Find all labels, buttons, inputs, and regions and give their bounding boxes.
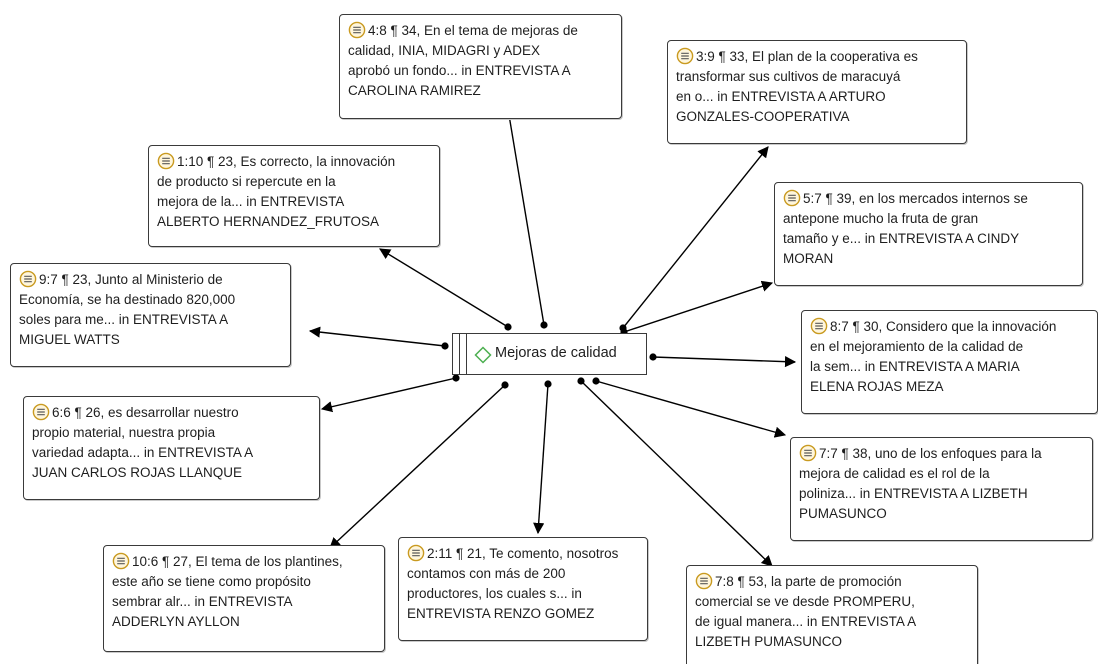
code-node-bar	[459, 334, 467, 374]
link-line[interactable]	[329, 384, 506, 549]
quotation-line: ALBERTO HERNANDEZ_FRUTOSA	[157, 214, 380, 229]
quotation-line: PUMASUNCO	[799, 506, 887, 521]
link-line[interactable]	[652, 356, 797, 368]
link-anchor-dot	[452, 374, 460, 382]
quotation-line: JUAN CARLOS ROJAS LLANQUE	[32, 465, 243, 480]
quotation-line: soles para me... in ENTREVISTA A	[19, 312, 229, 327]
quotation-line: ELENA ROJAS MEZA	[810, 379, 944, 394]
quotation-node-6-6[interactable]: 6:6 ¶ 26, es desarrollar nuestro propio …	[23, 396, 320, 500]
link-line[interactable]	[308, 326, 446, 347]
quotation-icon	[157, 152, 175, 170]
link-line[interactable]	[595, 380, 787, 438]
quotation-icon	[676, 47, 694, 65]
quotation-line: aprobó un fondo... in ENTREVISTA A	[348, 63, 571, 78]
link-anchor-dot	[649, 353, 657, 361]
quotation-line: contamos con más de 200	[407, 566, 566, 581]
quotation-node-7-7[interactable]: 7:7 ¶ 38, uno de los enfoques para la me…	[790, 437, 1093, 541]
quotation-line: propio material, nuestra propia	[32, 425, 216, 440]
link-anchor-dot	[501, 381, 509, 389]
quotation-line: 9:7 ¶ 23, Junto al Ministerio de	[39, 272, 223, 287]
quotation-node-1-10[interactable]: 1:10 ¶ 23, Es correcto, la innovación de…	[148, 145, 440, 247]
quotation-line: 2:11 ¶ 21, Te comento, nosotros	[427, 546, 619, 561]
quotation-node-4-8[interactable]: 4:8 ¶ 34, En el tema de mejoras de calid…	[339, 14, 622, 119]
code-node-mejoras-de-calidad[interactable]: Mejoras de calidad	[452, 333, 647, 375]
quotation-node-7-8[interactable]: 7:8 ¶ 53, la parte de promoción comercia…	[686, 565, 978, 664]
quotation-line: ENTREVISTA RENZO GOMEZ	[407, 606, 595, 621]
quotation-line: en el mejoramiento de la calidad de	[810, 339, 1024, 354]
link-line[interactable]	[503, 101, 545, 326]
quotation-icon	[799, 444, 817, 462]
quotation-line: poliniza... in ENTREVISTA A LIZBETH	[799, 486, 1028, 501]
quotation-line: calidad, INIA, MIDAGRI y ADEX	[348, 43, 541, 58]
link-anchor-dot	[577, 377, 585, 385]
link-line[interactable]	[320, 377, 457, 413]
quotation-line: productores, los cuales s... in	[407, 586, 582, 601]
quotation-line: comercial se ve desde PROMPERU,	[695, 594, 915, 609]
link-anchor-dot	[540, 321, 548, 329]
code-label: Mejoras de calidad	[495, 345, 617, 361]
quotation-line: tamaño y e... in ENTREVISTA A CINDY	[783, 231, 1020, 246]
quotation-line: de producto si repercute en la	[157, 174, 336, 189]
quotation-icon	[32, 403, 50, 421]
quotation-line: la sem... in ENTREVISTA A MARIA	[810, 359, 1020, 374]
quotation-line: transformar sus cultivos de maracuyá	[676, 69, 901, 84]
quotation-icon	[348, 21, 366, 39]
quotation-line: mejora de la... in ENTREVISTA	[157, 194, 345, 209]
quotation-line: ADDERLYN AYLLON	[112, 614, 240, 629]
quotation-node-5-7[interactable]: 5:7 ¶ 39, en los mercados internos se an…	[774, 182, 1083, 286]
quotation-line: este año se tiene como propósito	[112, 574, 311, 589]
quotation-node-8-7[interactable]: 8:7 ¶ 30, Considero que la innovación en…	[801, 310, 1098, 414]
quotation-line: antepone mucho la fruta de gran	[783, 211, 979, 226]
link-line[interactable]	[623, 280, 774, 333]
quotation-line: GONZALES-COOPERATIVA	[676, 109, 850, 124]
quotation-line: MORAN	[783, 251, 834, 266]
quotation-line: sembrar alr... in ENTREVISTA	[112, 594, 293, 609]
quotation-line: variedad adapta... in ENTREVISTA A	[32, 445, 254, 460]
quotation-line: 6:6 ¶ 26, es desarrollar nuestro	[52, 405, 239, 420]
quotation-icon	[783, 189, 801, 207]
link-line[interactable]	[379, 248, 509, 328]
link-line[interactable]	[580, 380, 773, 567]
link-anchor-dot	[441, 342, 449, 350]
link-anchor-dot	[592, 377, 600, 385]
quotation-line: 7:8 ¶ 53, la parte de promoción	[715, 574, 902, 589]
quotation-node-9-7[interactable]: 9:7 ¶ 23, Junto al Ministerio de Economí…	[10, 263, 291, 367]
quotation-line: 3:9 ¶ 33, El plan de la cooperativa es	[696, 49, 918, 64]
link-anchor-dot	[544, 380, 552, 388]
quotation-node-3-9[interactable]: 3:9 ¶ 33, El plan de la cooperativa es t…	[667, 40, 967, 144]
quotation-icon	[810, 317, 828, 335]
quotation-line: de igual manera... in ENTREVISTA A	[695, 614, 917, 629]
link-anchor-dot	[504, 323, 512, 331]
quotation-icon	[19, 270, 37, 288]
quotation-icon	[695, 572, 713, 590]
link-line[interactable]	[622, 146, 769, 329]
quotation-line: 4:8 ¶ 34, En el tema de mejoras de	[368, 23, 578, 38]
quotation-line: 8:7 ¶ 30, Considero que la innovación	[830, 319, 1057, 334]
quotation-line: 1:10 ¶ 23, Es correcto, la innovación	[177, 154, 396, 169]
quotation-line: mejora de calidad es el rol de la	[799, 466, 990, 481]
quotation-line: 7:7 ¶ 38, uno de los enfoques para la	[819, 446, 1042, 461]
quotation-line: CAROLINA RAMIREZ	[348, 83, 481, 98]
quotation-icon	[112, 552, 130, 570]
quotation-line: LIZBETH PUMASUNCO	[695, 634, 843, 649]
quotation-line: 5:7 ¶ 39, en los mercados internos se	[803, 191, 1028, 206]
code-diamond-icon	[474, 346, 492, 364]
quotation-node-2-11[interactable]: 2:11 ¶ 21, Te comento, nosotros contamos…	[398, 537, 648, 641]
link-line[interactable]	[533, 383, 549, 535]
quotation-line: Economía, se ha destinado 820,000	[19, 292, 236, 307]
quotation-node-10-6[interactable]: 10:6 ¶ 27, El tema de los plantines, est…	[103, 545, 385, 652]
quotation-icon	[407, 544, 425, 562]
quotation-line: en o... in ENTREVISTA A ARTURO	[676, 89, 886, 104]
quotation-line: 10:6 ¶ 27, El tema de los plantines,	[132, 554, 343, 569]
quotation-line: MIGUEL WATTS	[19, 332, 120, 347]
